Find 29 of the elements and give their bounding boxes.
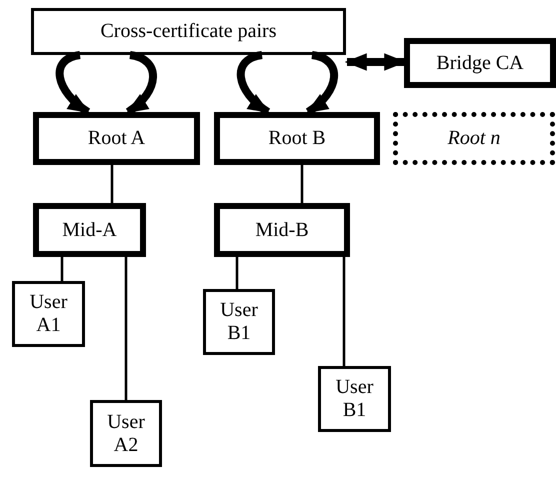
connector-line [124, 257, 128, 400]
intermediate-ca-box [33, 203, 146, 257]
node-label: Root B [268, 127, 326, 150]
connector-line [236, 257, 238, 289]
user-box [318, 366, 391, 432]
connector-line [60, 257, 64, 281]
node-label: Cross-certificate pairs [100, 20, 277, 43]
user-box [12, 281, 85, 347]
node-label: User B1 [219, 299, 259, 345]
cross-certificate-box [31, 8, 346, 55]
ca-box [404, 38, 556, 88]
arrow [344, 53, 406, 71]
root-ca-box [393, 112, 555, 165]
node-label: Root n [448, 127, 500, 150]
user-box [203, 289, 275, 355]
node-label: Mid-B [255, 218, 309, 242]
intermediate-ca-box [214, 203, 350, 257]
connector-line [300, 165, 304, 203]
connector-line [110, 165, 114, 203]
node-label: Root A [88, 127, 146, 150]
node-label: Bridge CA [436, 52, 524, 74]
user-box [90, 400, 162, 467]
root-ca-box [33, 112, 200, 165]
node-label: User A2 [106, 410, 146, 456]
root-ca-box [214, 112, 380, 165]
connector-line [342, 257, 346, 366]
node-label: User B1 [334, 376, 374, 422]
node-label: User A1 [28, 291, 68, 337]
node-label: Mid-A [62, 218, 117, 242]
